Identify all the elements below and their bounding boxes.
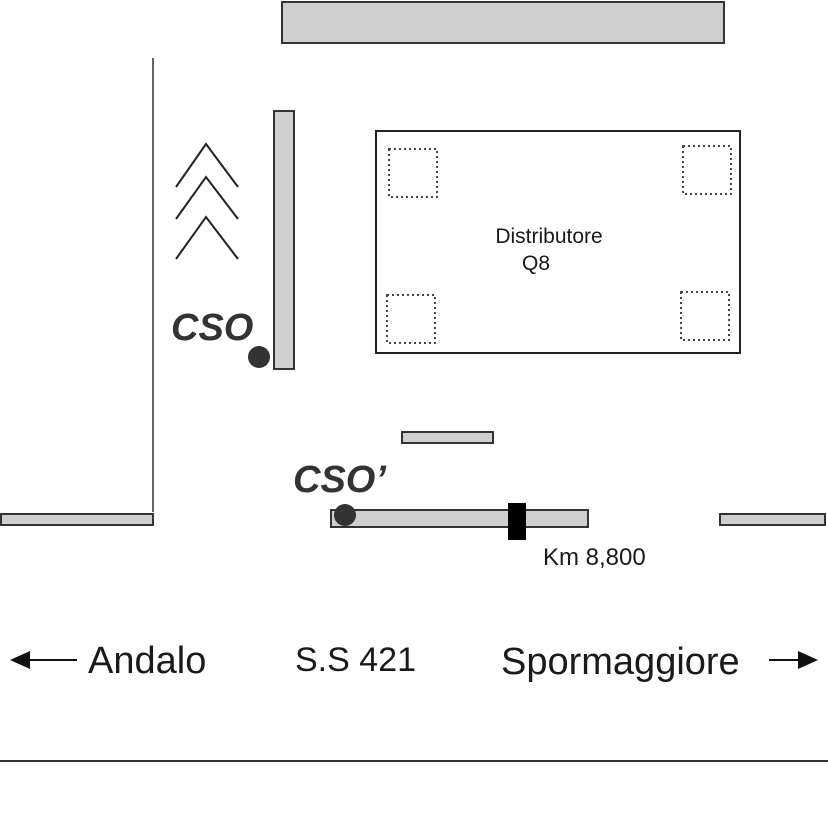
curb-left — [0, 513, 154, 526]
small-barrier — [401, 431, 494, 444]
pump-island-ne — [682, 145, 732, 195]
east-destination: Spormaggiore — [501, 641, 740, 683]
curb-right — [719, 513, 826, 526]
top-building — [281, 1, 725, 44]
fuel-station-building: Distributore Q8 — [375, 130, 741, 354]
cso-prime-label: CSO’ — [293, 459, 386, 501]
pump-island-nw — [388, 148, 438, 198]
station-name: Distributore — [495, 225, 602, 248]
km-marker — [508, 503, 526, 540]
west-destination: Andalo — [88, 640, 206, 682]
curb-center — [330, 509, 589, 528]
cso-point — [248, 346, 270, 368]
direction-chevrons-icon — [175, 142, 239, 260]
road-name: S.S 421 — [295, 641, 416, 679]
cso-prime-point — [334, 504, 356, 526]
km-label: Km 8,800 — [543, 544, 646, 571]
vertical-wall — [273, 110, 295, 370]
pump-island-se — [680, 291, 730, 341]
arrow-right-icon — [769, 651, 818, 669]
pump-island-sw — [386, 294, 436, 344]
cso-label: CSO — [171, 307, 253, 349]
arrow-left-icon — [10, 651, 77, 669]
station-brand: Q8 — [522, 252, 550, 275]
